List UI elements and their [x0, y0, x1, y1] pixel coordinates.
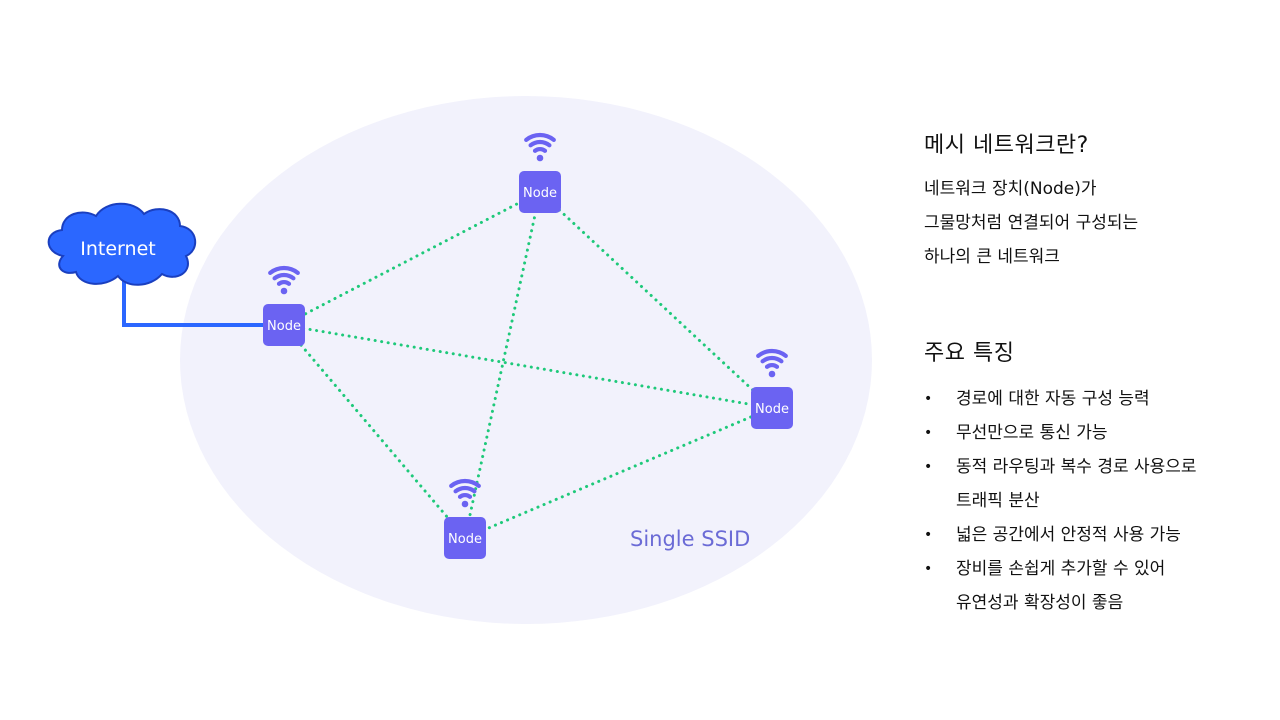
wifi-icon [268, 265, 300, 295]
description-line: 그물망처럼 연결되어 구성되는 [924, 213, 1139, 233]
node-box [444, 517, 486, 559]
link-top-right [538, 190, 774, 410]
node-label: Node [755, 402, 789, 417]
mesh-node-left[interactable]: Node [263, 265, 305, 346]
features-list: 경로에 대한 자동 구성 능력 무선만으로 통신 가능 동적 라우팅과 복수 경… [924, 382, 1264, 620]
mesh-node-top[interactable]: Node [519, 132, 561, 213]
mesh-links [282, 190, 774, 540]
link-left-bottom [282, 323, 467, 540]
wifi-icon [756, 348, 788, 378]
feature-text: 넓은 공간에서 안정적 사용 가능 [956, 525, 1181, 545]
node-label: Node [448, 532, 482, 547]
ssid-label: Single SSID [630, 527, 750, 551]
mesh-node-right[interactable]: Node [751, 348, 793, 429]
info-panel: 메시 네트워크란? 네트워크 장치(Node)가 그물망처럼 연결되어 구성되는… [924, 128, 1264, 620]
feature-text: 유연성과 확장성이 좋음 [956, 593, 1124, 613]
coverage-area [180, 96, 872, 624]
node-box [263, 304, 305, 346]
feature-item: 동적 라우팅과 복수 경로 사용으로 트래픽 분산 [924, 450, 1264, 518]
wifi-icon [449, 478, 481, 508]
feature-item: 무선만으로 통신 가능 [924, 416, 1264, 450]
feature-text: 장비를 손쉽게 추가할 수 있어 [956, 559, 1166, 579]
feature-item: 장비를 손쉽게 추가할 수 있어 유연성과 확장성이 좋음 [924, 552, 1264, 620]
node-label: Node [523, 186, 557, 201]
description-line: 하나의 큰 네트워크 [924, 247, 1060, 267]
feature-text: 트래픽 분산 [956, 491, 1040, 511]
features-title: 주요 특징 [924, 341, 1015, 366]
feature-item: 경로에 대한 자동 구성 능력 [924, 382, 1264, 416]
feature-text: 무선만으로 통신 가능 [956, 423, 1108, 443]
link-top-left [282, 190, 542, 327]
wifi-icon [524, 132, 556, 162]
description-line: 네트워크 장치(Node)가 [924, 179, 1097, 199]
feature-item: 넓은 공간에서 안정적 사용 가능 [924, 518, 1264, 552]
info-title: 메시 네트워크란? [924, 133, 1089, 158]
node-box [751, 387, 793, 429]
internet-label: Internet [80, 238, 155, 260]
link-bottom-right [463, 406, 774, 540]
internet-cloud[interactable]: Internet [47, 202, 196, 286]
description: 네트워크 장치(Node)가 그물망처럼 연결되어 구성되는 하나의 큰 네트워… [924, 172, 1264, 274]
node-box [519, 171, 561, 213]
feature-text: 동적 라우팅과 복수 경로 사용으로 [956, 457, 1197, 477]
mesh-node-bottom[interactable]: Node [444, 478, 486, 559]
feature-text: 경로에 대한 자동 구성 능력 [956, 389, 1150, 409]
cloud-icon [47, 202, 196, 286]
internet-uplink [122, 270, 264, 327]
link-top-bottom [463, 190, 542, 540]
node-label: Node [267, 319, 301, 334]
